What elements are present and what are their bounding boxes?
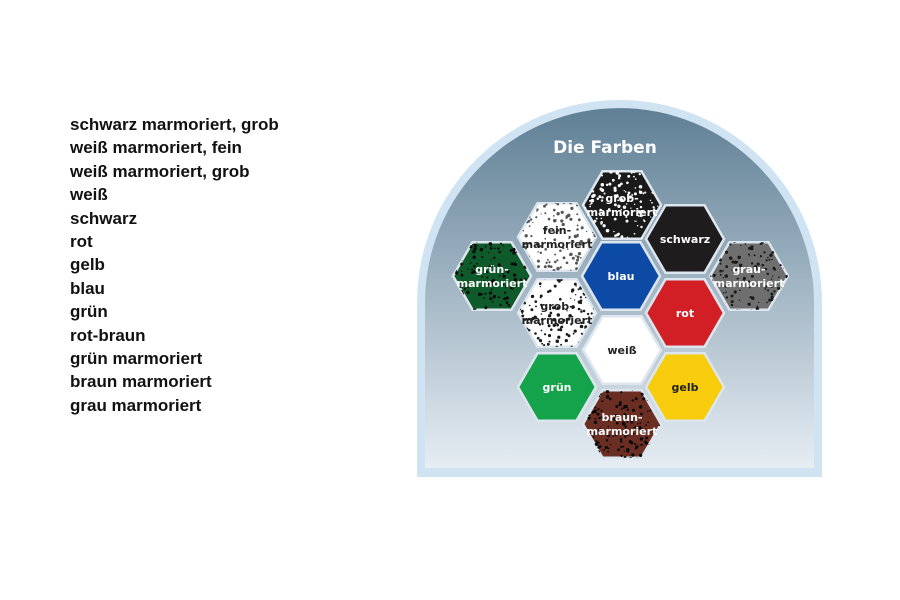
swatch-label: grau- xyxy=(732,263,765,276)
color-list-item: blau xyxy=(70,278,105,298)
color-list-item: rot xyxy=(70,232,93,252)
swatch-label: grün xyxy=(543,381,572,394)
color-list-item: weiß marmoriert, grob xyxy=(70,161,250,181)
swatch-hexagon xyxy=(644,203,726,275)
swatch-hexagon xyxy=(580,240,662,312)
swatch-label: gelb xyxy=(672,381,699,394)
color-list-item: weiß xyxy=(70,185,108,205)
swatch-hexagon xyxy=(644,351,726,423)
swatch-hexagon xyxy=(516,351,598,423)
color-list-item: braun marmoriert xyxy=(70,372,212,392)
swatch-label: marmoriert xyxy=(587,206,658,219)
swatch-weiss: weiß xyxy=(581,314,663,386)
swatch-label: marmoriert xyxy=(522,238,593,251)
swatch-grob-marmoriert-dark: grob-marmoriert xyxy=(581,169,663,241)
swatch-label: grob- xyxy=(540,300,573,313)
swatch-grau-marmoriert: grau-marmoriert xyxy=(708,240,790,312)
swatch-label: grob- xyxy=(605,192,638,205)
swatch-label: weiß xyxy=(607,344,636,357)
swatch-label: grün- xyxy=(475,263,509,276)
color-list-item: grün xyxy=(70,302,108,322)
swatch-hexagon xyxy=(516,201,598,273)
panel-title: Die Farben xyxy=(553,138,657,158)
color-list-item: grün marmoriert xyxy=(70,349,203,369)
swatch-label: marmoriert xyxy=(714,277,785,290)
swatch-hexagon xyxy=(581,314,663,386)
color-list-item: weiß marmoriert, fein xyxy=(70,138,242,158)
color-list: schwarz marmoriert, grob weiß marmoriert,… xyxy=(70,113,279,417)
swatch-label: braun- xyxy=(602,411,643,424)
swatch-rot: rot xyxy=(644,277,726,349)
color-list-item: grau marmoriert xyxy=(70,395,202,415)
swatch-label: blau xyxy=(608,270,635,283)
swatch-blau: blau xyxy=(580,240,662,312)
swatch-label: rot xyxy=(676,307,694,320)
swatch-label: fein- xyxy=(543,224,571,237)
swatch-label: marmoriert xyxy=(457,277,528,290)
swatch-gruen: grün xyxy=(516,351,598,423)
swatch-label: schwarz xyxy=(660,233,710,246)
swatch-label: marmoriert xyxy=(522,314,593,327)
color-list-item: gelb xyxy=(70,255,105,275)
swatch-hexagon xyxy=(644,277,726,349)
swatch-label: marmoriert xyxy=(587,425,658,438)
swatch-schwarz: schwarz xyxy=(644,203,726,275)
color-list-item: schwarz xyxy=(70,208,138,228)
swatch-hexagon xyxy=(451,240,533,312)
swatch-gelb: gelb xyxy=(644,351,726,423)
color-list-item: rot-braun xyxy=(70,325,146,345)
color-list-item: schwarz marmoriert, grob xyxy=(70,115,279,134)
swatch-hexagon xyxy=(516,277,598,349)
color-chart-graphic: Die Farben grob-marmoriertfein-marmorier… xyxy=(417,100,822,477)
